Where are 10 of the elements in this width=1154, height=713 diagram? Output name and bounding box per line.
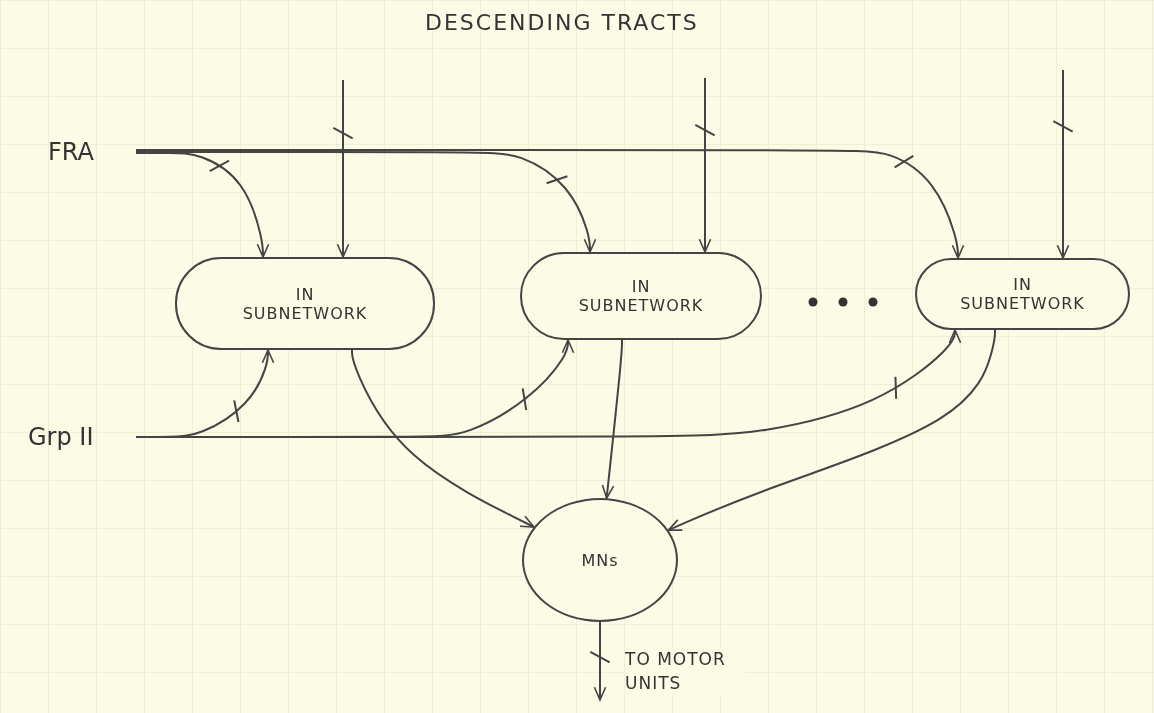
node-label: IN SUBNETWORK — [241, 284, 369, 323]
node-label: IN SUBNETWORK — [577, 277, 705, 315]
subnetwork-blob — [915, 258, 1130, 330]
input-label: Grp II — [28, 417, 136, 457]
subnetwork-blob — [175, 257, 435, 350]
node-label: MNs — [581, 550, 619, 570]
node-label: IN SUBNETWORK — [959, 275, 1086, 313]
edge-label: TO MOTOR UNITS — [625, 648, 745, 696]
input-label: FRA — [48, 132, 136, 172]
heading-label: DESCENDING TRACTS — [425, 10, 699, 35]
